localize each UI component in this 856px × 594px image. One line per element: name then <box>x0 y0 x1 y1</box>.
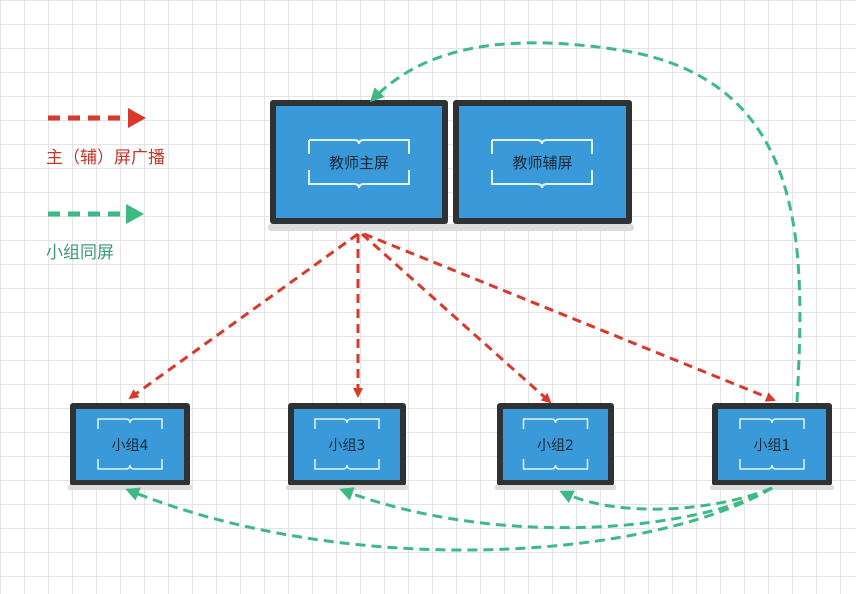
legend-group-share-label: 小组同屏 <box>46 243 114 263</box>
group-1-label: 小组1 <box>753 437 791 454</box>
group-2-label: 小组2 <box>537 437 574 454</box>
group-laptop <box>710 403 834 490</box>
legend-broadcast-label: 主（辅）屏广播 <box>46 148 165 168</box>
broadcast-arrows <box>128 232 776 404</box>
teacher-main-screen-label: 教师主屏 <box>328 153 389 172</box>
group-4-label: 小组4 <box>111 437 149 454</box>
group-share-arrows <box>125 41 802 552</box>
teacher-main-laptop <box>270 100 448 224</box>
group-laptop <box>68 403 192 490</box>
laptop-base <box>268 224 634 231</box>
teacher-secondary-laptop <box>453 100 632 224</box>
teacher-secondary-screen-label: 教师辅屏 <box>512 153 573 172</box>
group-3-label: 小组3 <box>328 437 366 454</box>
group-laptops <box>68 403 834 490</box>
group-laptop <box>495 403 616 490</box>
group-laptop <box>286 403 408 490</box>
